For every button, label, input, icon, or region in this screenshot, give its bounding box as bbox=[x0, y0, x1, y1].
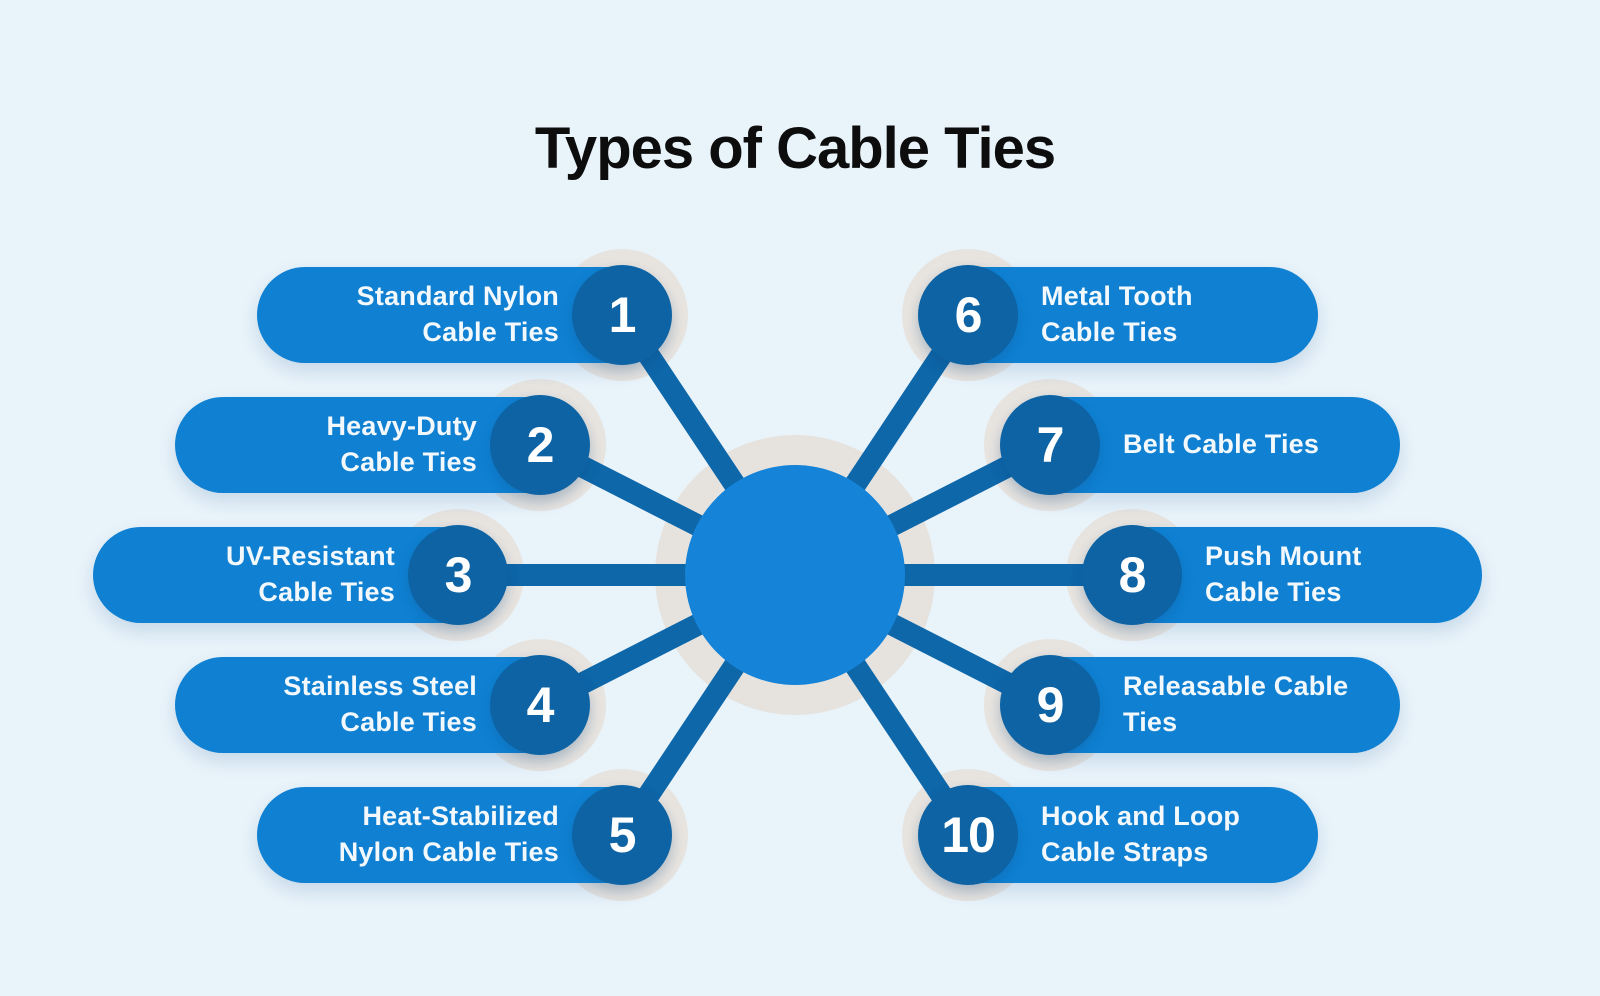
item-number-badge: 8 bbox=[1082, 525, 1182, 625]
item-number-badge: 3 bbox=[408, 525, 508, 625]
item-number-badge: 5 bbox=[572, 785, 672, 885]
item-number-badge: 9 bbox=[1000, 655, 1100, 755]
item-number: 8 bbox=[1118, 547, 1147, 603]
diagram-title: Types of Cable Ties bbox=[534, 115, 1056, 181]
item-number: 5 bbox=[608, 807, 637, 863]
item-number: 10 bbox=[941, 807, 996, 863]
item-number-badge: 6 bbox=[918, 265, 1018, 365]
hub-circle bbox=[685, 465, 905, 685]
item-number-badge: 4 bbox=[490, 655, 590, 755]
item-label: Belt Cable Ties bbox=[1123, 429, 1320, 460]
item-number: 6 bbox=[954, 287, 983, 343]
item-label: Heavy-Duty Cable Ties bbox=[326, 411, 477, 477]
item-number-badge: 10 bbox=[918, 785, 1018, 885]
item-label: Metal Tooth Cable Ties bbox=[1041, 281, 1193, 347]
item-label: UV-Resistant Cable Ties bbox=[226, 541, 395, 607]
item-label: Heat-Stabilized Nylon Cable Ties bbox=[338, 801, 559, 867]
item-number: 3 bbox=[444, 547, 473, 603]
item-number-badge: 2 bbox=[490, 395, 590, 495]
item-number-badge: 7 bbox=[1000, 395, 1100, 495]
item-label: Push Mount Cable Ties bbox=[1205, 541, 1362, 607]
item-label: Hook and Loop Cable Straps bbox=[1041, 801, 1241, 867]
item-label: Standard Nylon Cable Ties bbox=[356, 281, 559, 347]
item-number: 4 bbox=[526, 677, 555, 733]
item-number: 1 bbox=[608, 287, 637, 343]
item-label: Releasable Cable Ties bbox=[1123, 671, 1349, 737]
item-number: 9 bbox=[1036, 677, 1065, 733]
item-label: Stainless Steel Cable Ties bbox=[283, 671, 477, 737]
item-number: 2 bbox=[526, 417, 555, 473]
item-number: 7 bbox=[1036, 417, 1065, 473]
item-number-badge: 1 bbox=[572, 265, 672, 365]
